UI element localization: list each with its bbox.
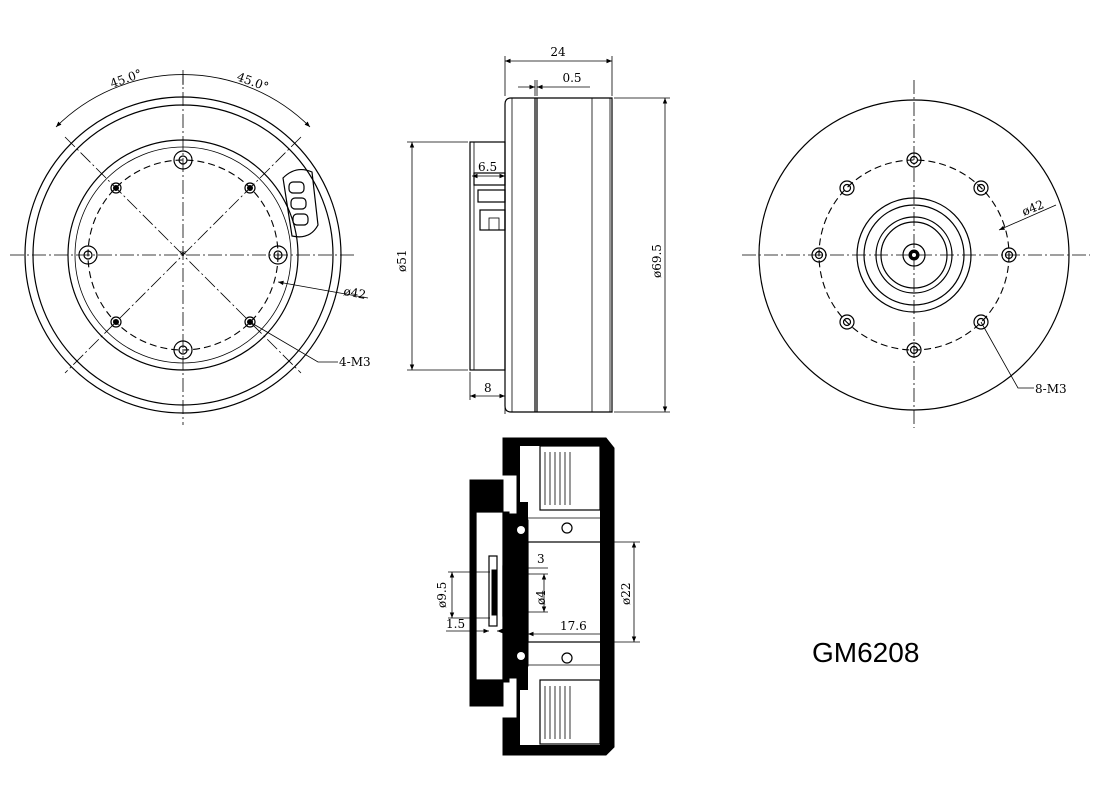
back-m3-holes: [811, 152, 1017, 358]
front-large-holes: [78, 150, 288, 360]
front-connector: [282, 168, 319, 238]
side-connector: [473, 172, 506, 231]
side-base: [469, 141, 506, 371]
side-large-diameter-label: ø69.5: [650, 244, 664, 278]
front-hole-label: 4-M3: [339, 355, 371, 369]
front-pcd-label: ø42: [342, 284, 367, 302]
side-shoulder-label: 6.5: [478, 160, 497, 174]
side-base-length-label: 8: [484, 381, 492, 395]
side-view: 24 0.5 6.5 ø51 ø69.5 8: [395, 45, 670, 414]
section-stator: [539, 445, 613, 745]
section-dim-phi4-label: ø4: [534, 590, 548, 605]
section-shaft-bore: [527, 541, 611, 643]
section-dim-17-6-label: 17.6: [560, 619, 587, 633]
section-bearings: [513, 519, 573, 667]
front-angle-left-label: 45.0°: [108, 66, 144, 90]
back-hole-label: 8-M3: [1035, 382, 1067, 396]
front-angle-right-label: 45.0°: [235, 70, 271, 94]
front-m3-holes: [110, 182, 256, 328]
side-gap-label: 0.5: [562, 71, 581, 85]
side-length-label: 24: [550, 45, 566, 59]
section-encoder: [488, 555, 520, 627]
front-m3-leader: [249, 321, 338, 363]
section-dim-phi9-5-label: ø9.5: [435, 582, 449, 608]
back-view: ø42 8-M3: [742, 80, 1090, 428]
model-name: GM6208: [812, 637, 919, 668]
back-pcd-label: ø42: [1020, 197, 1046, 218]
front-pcd-leader: [277, 280, 369, 299]
front-centerline-diag2: [64, 136, 302, 374]
back-hub: [856, 197, 972, 313]
section-dim-3-label: 3: [537, 552, 545, 566]
side-body: [504, 97, 613, 413]
section-dim-1-5-label: 1.5: [446, 617, 465, 631]
section-view: 3 ø4 ø9.5 1.5 17.6 ø22: [435, 437, 640, 756]
side-small-diameter-label: ø51: [395, 250, 409, 273]
front-view: * 45.0° 45.0° ø42 4-M3: [10, 66, 371, 425]
front-angle-arc: [55, 74, 311, 128]
front-center-mark: *: [180, 248, 186, 262]
back-pcd-leader: [998, 204, 1057, 231]
back-m3-leader: [980, 321, 1034, 389]
section-dim-phi22-label: ø22: [619, 583, 633, 606]
